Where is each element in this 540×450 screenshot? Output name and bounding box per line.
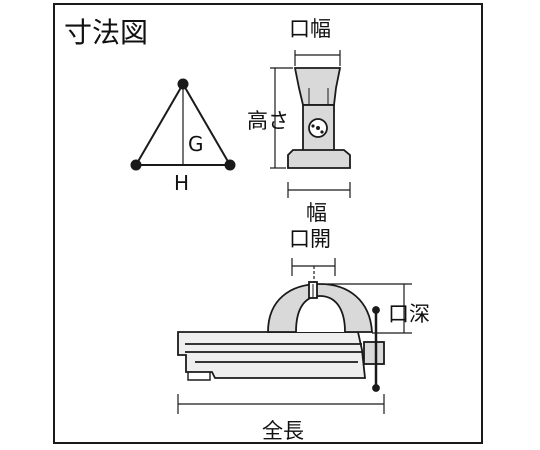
- vise-side-view: [177, 281, 385, 392]
- dim-total-length: [177, 394, 385, 414]
- dim-jaw-width: [294, 50, 341, 66]
- dim-throat-depth: [322, 283, 412, 334]
- label-jaw-width: 口幅: [289, 17, 331, 41]
- dim-jaw-opening: [291, 258, 336, 288]
- label-g: G: [188, 132, 204, 156]
- dim-height: [270, 67, 293, 169]
- triangle-diagram: [130, 78, 236, 171]
- label-jaw-opening: 口開: [289, 227, 331, 251]
- vise-front-view: [287, 67, 351, 169]
- label-throat-depth: 口深: [388, 302, 430, 326]
- dim-width: [287, 182, 351, 198]
- label-height: 高さ: [247, 109, 289, 133]
- label-h: H: [174, 171, 189, 195]
- diagram-title: 寸法図: [64, 16, 148, 49]
- label-width: 幅: [306, 201, 327, 225]
- label-total-length: 全長: [262, 419, 304, 443]
